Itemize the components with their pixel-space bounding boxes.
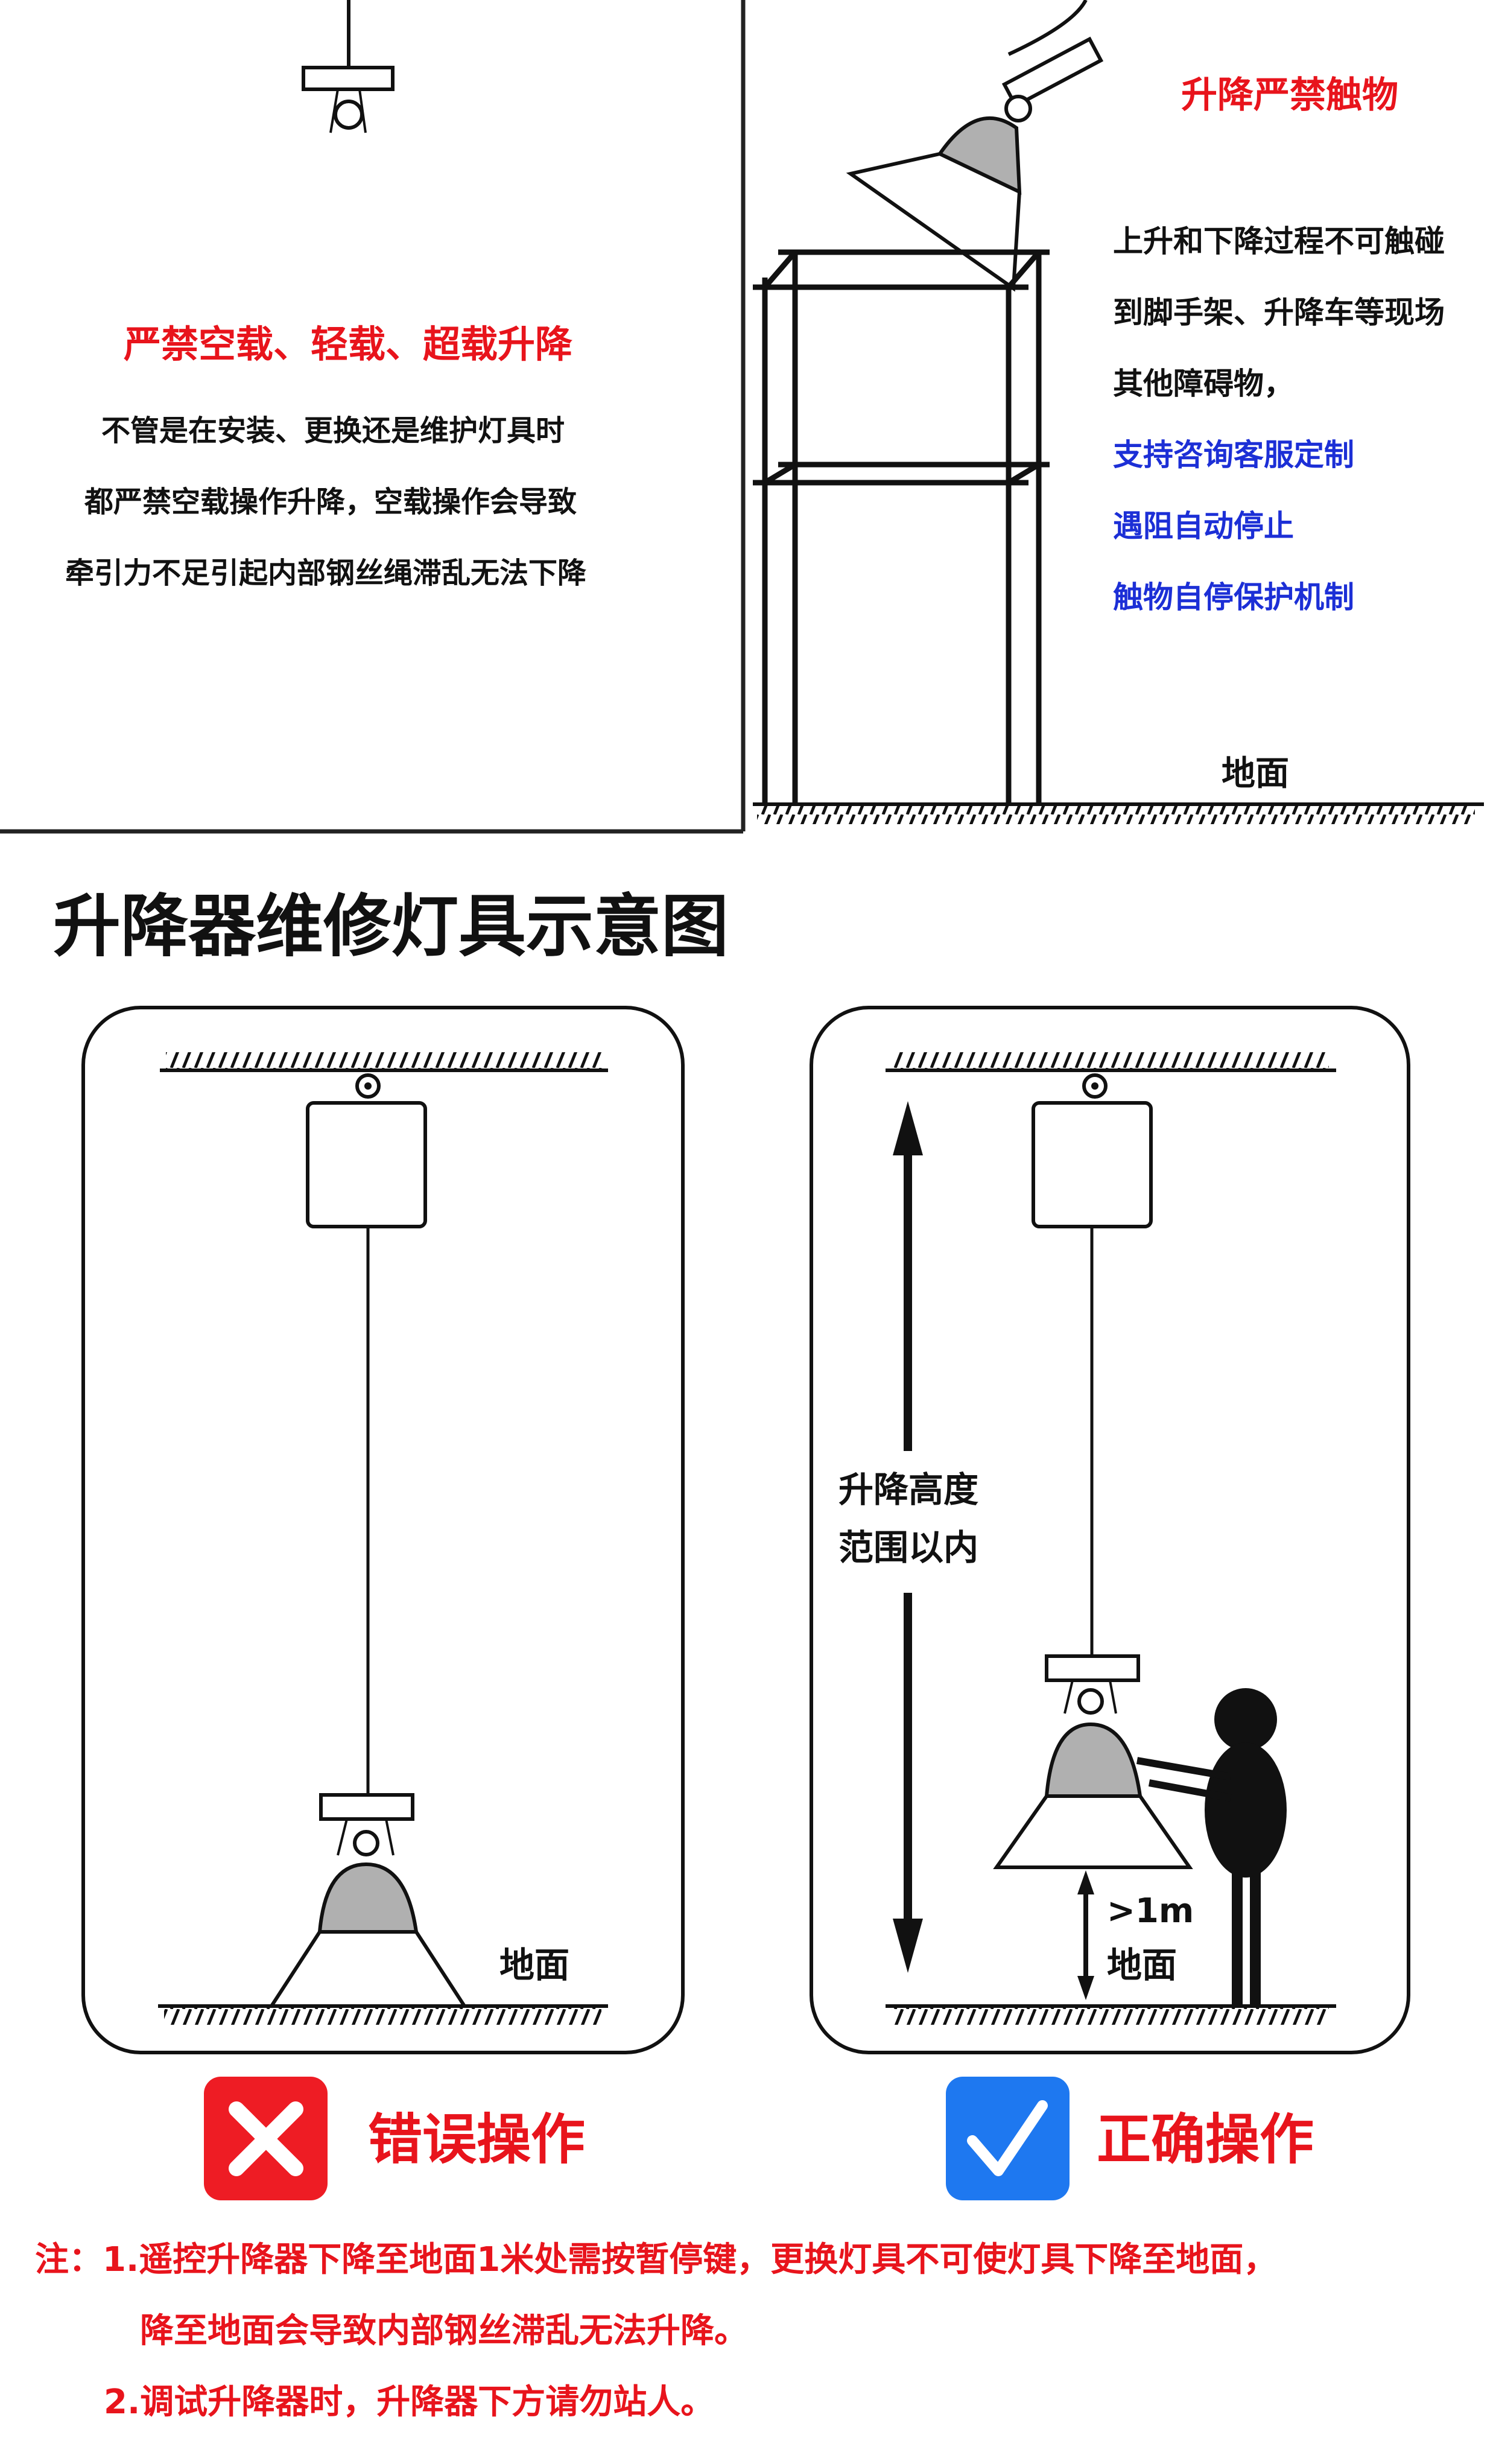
top-right-ground-label: 地面 xyxy=(1222,754,1289,793)
right-ground-label: 地面 xyxy=(1107,1945,1177,1986)
top-left-line-3: 牵引力不足引起内部钢丝绳滞乱无法下降 xyxy=(65,556,587,590)
top-right-blue-line-3: 触物自停保护机制 xyxy=(1113,580,1354,615)
ground-top-right xyxy=(753,802,1484,824)
right-ceiling xyxy=(886,1052,1336,1072)
range-label-line-1: 升降高度 xyxy=(838,1469,979,1510)
note-line-3: 2.调试升降器时，升降器下方请勿站人。 xyxy=(104,2383,715,2422)
top-right-heading: 升降严禁触物 xyxy=(1181,74,1398,116)
distance-label: >1m xyxy=(1107,1891,1194,1931)
wrong-badge-label: 错误操作 xyxy=(368,2108,585,2171)
person-figure xyxy=(1136,1688,1287,2006)
top-left-line-1: 不管是在安装、更换还是维护灯具时 xyxy=(101,414,565,448)
wrong-hoist xyxy=(306,1073,427,1795)
wrong-lamp xyxy=(268,1793,468,2008)
range-label-line-2: 范围以内 xyxy=(838,1527,979,1568)
top-right-blue-line-2: 遇阻自动停止 xyxy=(1113,509,1294,544)
top-left-line-2: 都严禁空载操作升降，空载操作会导致 xyxy=(84,485,577,519)
height-range-arrow xyxy=(893,1101,923,1973)
right-ground xyxy=(886,2004,1336,2025)
tilted-lamp xyxy=(846,0,1104,292)
top-right-line-2: 到脚手架、升降车等现场 xyxy=(1113,295,1445,330)
ceiling-lamp-small xyxy=(302,0,395,133)
section-title: 升降器维修灯具示意图 xyxy=(53,887,729,966)
top-right-blue-line-1: 支持咨询客服定制 xyxy=(1113,437,1354,472)
right-badge xyxy=(946,2077,1070,2200)
cross-icon xyxy=(229,2101,303,2176)
right-lamp xyxy=(993,1654,1193,1869)
top-right-line-3: 其他障碍物， xyxy=(1113,366,1294,401)
wrong-ground-label: 地面 xyxy=(499,1945,570,1986)
wrong-panel-frame xyxy=(81,1006,685,2054)
scaffold xyxy=(753,249,1050,805)
wrong-ceiling xyxy=(160,1052,608,1072)
top-right-line-1: 上升和下降过程不可触碰 xyxy=(1113,224,1445,259)
note-line-1: 注：1.遥控升降器下降至地面1米处需按暂停键，更换灯具不可使灯具下降至地面， xyxy=(35,2240,1278,2279)
wrong-badge xyxy=(204,2077,328,2200)
check-icon xyxy=(967,2100,1048,2176)
right-badge-label: 正确操作 xyxy=(1097,2108,1314,2171)
distance-arrow xyxy=(1077,1870,1094,2000)
note-line-2: 降至地面会导致内部钢丝滞乱无法升降。 xyxy=(140,2311,748,2351)
top-left-heading: 严禁空载、轻载、超载升降 xyxy=(124,322,573,366)
right-hoist xyxy=(1032,1073,1153,1656)
wrong-ground xyxy=(158,2004,608,2025)
